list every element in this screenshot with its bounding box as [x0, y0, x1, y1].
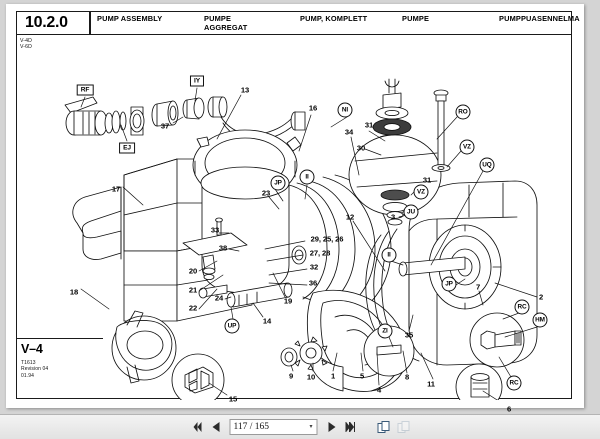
callout-n7: 7	[475, 282, 481, 292]
page-title-bar: 10.2.0 PUMP ASSEMBLY PUMPE AGGREGAT PUMP…	[17, 12, 580, 35]
callout-ii_low: II	[381, 247, 397, 263]
detail-bubble-15	[171, 353, 225, 400]
callout-iy: IY	[189, 75, 205, 87]
callout-n3: 3	[390, 212, 396, 222]
last-page-icon[interactable]	[345, 420, 358, 435]
revision-date: 01.94	[21, 372, 35, 379]
mounting-plate-group	[182, 217, 293, 308]
callout-n13: 13	[240, 85, 250, 95]
callout-ju: JU	[403, 204, 419, 220]
callout-n8: 8	[404, 372, 410, 382]
leader-lines	[80, 87, 538, 400]
callout-rc_low: RC	[506, 375, 522, 391]
callout-vz_low: VZ	[413, 184, 429, 200]
viewer-toolbar: 117 / 165 ▾	[0, 414, 600, 439]
callout-vz_top: VZ	[459, 139, 475, 155]
title-finnish: PUMPPUASENNELMA	[499, 14, 580, 23]
detail-bubble-bolt	[469, 312, 525, 368]
title-divider	[89, 12, 91, 34]
callout-rf: RF	[76, 84, 94, 96]
callout-n36: 36	[308, 278, 318, 288]
footer-rule	[17, 338, 103, 340]
callout-ii_top: II	[299, 169, 315, 185]
next-page-icon[interactable]	[325, 420, 338, 435]
page-navigation-controls: 117 / 165 ▾	[190, 415, 411, 439]
callout-uq: UQ	[479, 157, 495, 173]
sheet-code: V–4	[21, 342, 43, 356]
callout-rc_top: RC	[514, 299, 530, 315]
callout-n6: 6	[506, 404, 512, 414]
callout-n17: 17	[111, 184, 121, 194]
title-german: PUMPE AGGREGAT	[204, 14, 248, 32]
callout-ej: EJ	[119, 142, 135, 154]
callout-n32: 32	[309, 262, 319, 272]
callout-n31b: 31	[422, 175, 432, 185]
callout-ni: NI	[337, 102, 353, 118]
footer-meta: T1613 Revision 04 01.94	[21, 360, 48, 379]
callout-up: UP	[224, 318, 240, 334]
callout-n21: 21	[188, 285, 198, 295]
callout-n37: 37	[160, 121, 170, 131]
callout-n4: 4	[376, 385, 382, 395]
page-number-field[interactable]: 117 / 165 ▾	[229, 419, 318, 435]
callout-hm: HM	[532, 312, 548, 328]
callout-n5: 5	[359, 371, 365, 381]
callout-n23: 23	[261, 188, 271, 198]
through-bolt	[431, 89, 451, 172]
spline-gear	[294, 336, 328, 371]
callout-ro: RO	[455, 104, 471, 120]
revision-label: Revision 04	[21, 366, 49, 373]
first-page-icon[interactable]	[190, 420, 203, 435]
callout-n30: 30	[356, 143, 366, 153]
thumbnail-panel-icon[interactable]	[377, 420, 391, 435]
callout-n18: 18	[69, 287, 79, 297]
callout-n38: 38	[218, 243, 228, 253]
callout-n35: 35	[404, 330, 414, 340]
callout-n22: 22	[188, 303, 198, 313]
callout-n29: 29, 25, 26	[310, 234, 344, 244]
callout-n34: 34	[344, 127, 354, 137]
callout-n19: 19	[283, 296, 293, 306]
section-number: 10.2.0	[25, 14, 68, 31]
callout-n11: 11	[427, 379, 435, 389]
callout-zi: ZI	[377, 323, 393, 339]
model-codes: V-4D V-6D	[20, 38, 32, 51]
callout-jp_low: JP	[441, 276, 457, 292]
inlet-valve-group	[64, 96, 306, 141]
volute-housing	[192, 129, 392, 316]
callout-n14: 14	[262, 316, 272, 326]
callout-n1: 1	[330, 371, 336, 381]
callout-n33: 33	[210, 225, 220, 235]
page-sheet: 10.2.0 PUMP ASSEMBLY PUMPE AGGREGAT PUMP…	[6, 4, 584, 414]
title-norwegian: PUMPE	[402, 14, 430, 23]
previous-page-icon[interactable]	[210, 420, 223, 435]
catalog-page-frame: 10.2.0 PUMP ASSEMBLY PUMPE AGGREGAT PUMP…	[16, 11, 580, 414]
drawing-number: T1613	[21, 360, 36, 366]
callout-n31a: 31	[364, 120, 374, 130]
callout-n24: 24	[214, 293, 224, 303]
callout-n9: 9	[288, 371, 294, 381]
callout-n10: 10	[306, 372, 316, 382]
callout-jp_top: JP	[270, 175, 286, 191]
chevron-down-icon[interactable]: ▾	[309, 424, 313, 430]
page-indicator: 117 / 165	[233, 422, 270, 432]
callout-n16: 16	[308, 103, 318, 113]
title-english: PUMP ASSEMBLY	[97, 14, 163, 23]
page-layout-icon[interactable]	[397, 420, 411, 435]
title-swedish: PUMP, KOMPLETT	[300, 14, 368, 23]
callout-n12: 12	[345, 212, 355, 222]
callout-n27: 27, 28	[309, 248, 331, 258]
callout-n20: 20	[188, 266, 198, 276]
detail-bubble-elbow	[111, 310, 177, 384]
callout-n15: 15	[228, 394, 238, 404]
callout-n2: 2	[538, 292, 544, 302]
